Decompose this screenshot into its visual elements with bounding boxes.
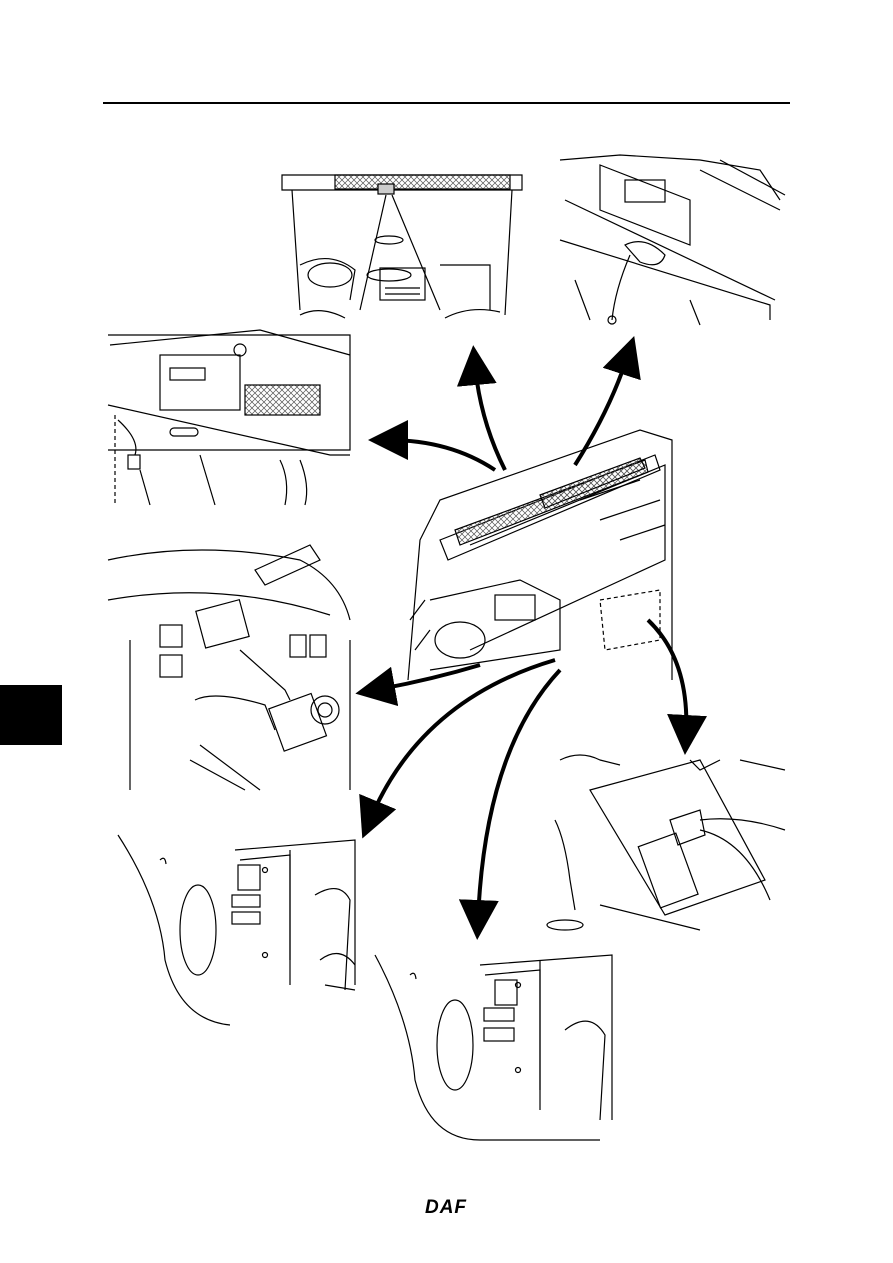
figure-roof-console-side [107,329,351,506]
figure-dashboard-switch-panel-bottom [374,954,613,1141]
figure-dashboard-switch-panel-left [117,834,356,1026]
logo-mark-icon [414,1198,478,1218]
daf-logo: DAF [414,1198,478,1218]
figure-windscreen-overview [281,174,523,319]
figure-control-module-bracket [546,754,786,931]
figure-steering-column-module [107,544,351,791]
section-tab-marker [0,685,62,745]
figure-cab-overview-center [407,429,673,681]
callout-arrows [355,335,708,940]
brand-wordmark: DAF [424,1197,468,1218]
figure-sun-visor-underside [559,154,786,326]
header-rule [103,102,790,104]
